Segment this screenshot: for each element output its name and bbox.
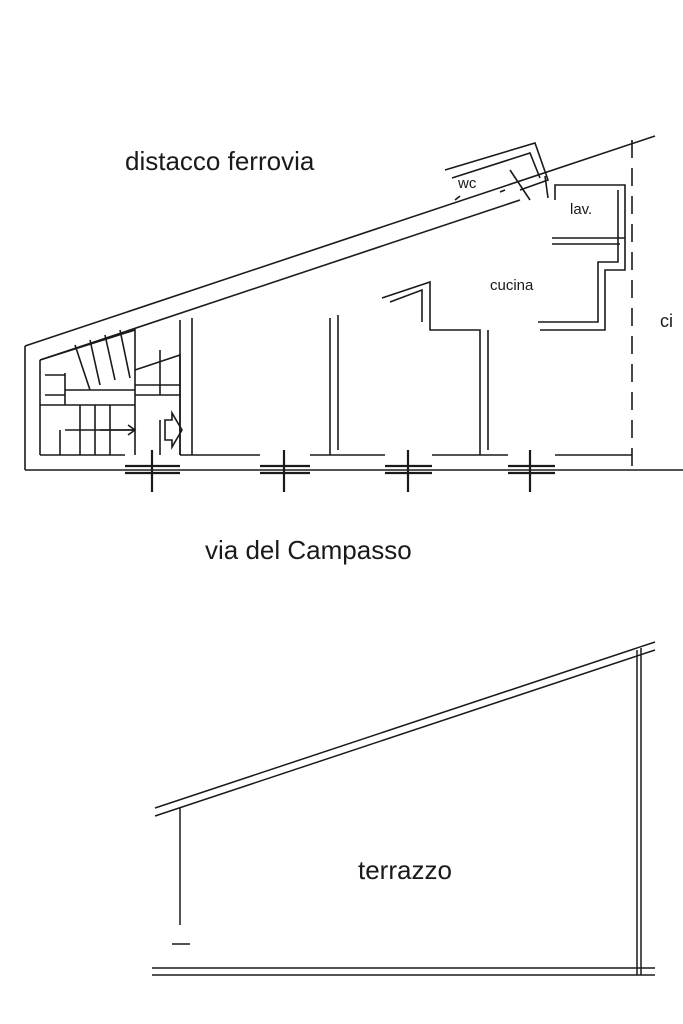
lav-wall: [552, 238, 625, 244]
side-label: ci: [660, 311, 673, 331]
terrace-sloped-edge: [155, 642, 655, 816]
terrace-base-line: [152, 968, 655, 975]
partition-wall-3: [382, 282, 488, 455]
wc-fixture: [510, 170, 548, 200]
outer-left-wall: [25, 346, 40, 470]
window-2: [260, 450, 310, 492]
street-label: via del Campasso: [205, 535, 412, 565]
stair-arrow: [100, 425, 135, 435]
lav-label: lav.: [570, 201, 593, 218]
partition-wall-1: [180, 318, 192, 455]
window-4: [508, 450, 555, 492]
wc-label: wc: [458, 175, 477, 192]
entry-arrow-icon: [165, 413, 182, 447]
entry-landing: [135, 350, 180, 455]
ground-floor-plan: [25, 136, 683, 492]
window-3: [385, 450, 432, 492]
window-1: [125, 450, 180, 492]
cucina-label: cucina: [490, 277, 534, 294]
staircase: [40, 330, 135, 455]
street-wall: [25, 455, 683, 470]
outer-sloped-wall: [25, 136, 655, 360]
terrace-right-wall: [637, 648, 641, 975]
terrace-plan: [152, 642, 655, 975]
railway-boundary-label: distacco ferrovia: [125, 146, 315, 176]
terrace-label: terrazzo: [358, 855, 452, 885]
wc-room: [445, 143, 548, 200]
partition-wall-2: [330, 315, 338, 455]
